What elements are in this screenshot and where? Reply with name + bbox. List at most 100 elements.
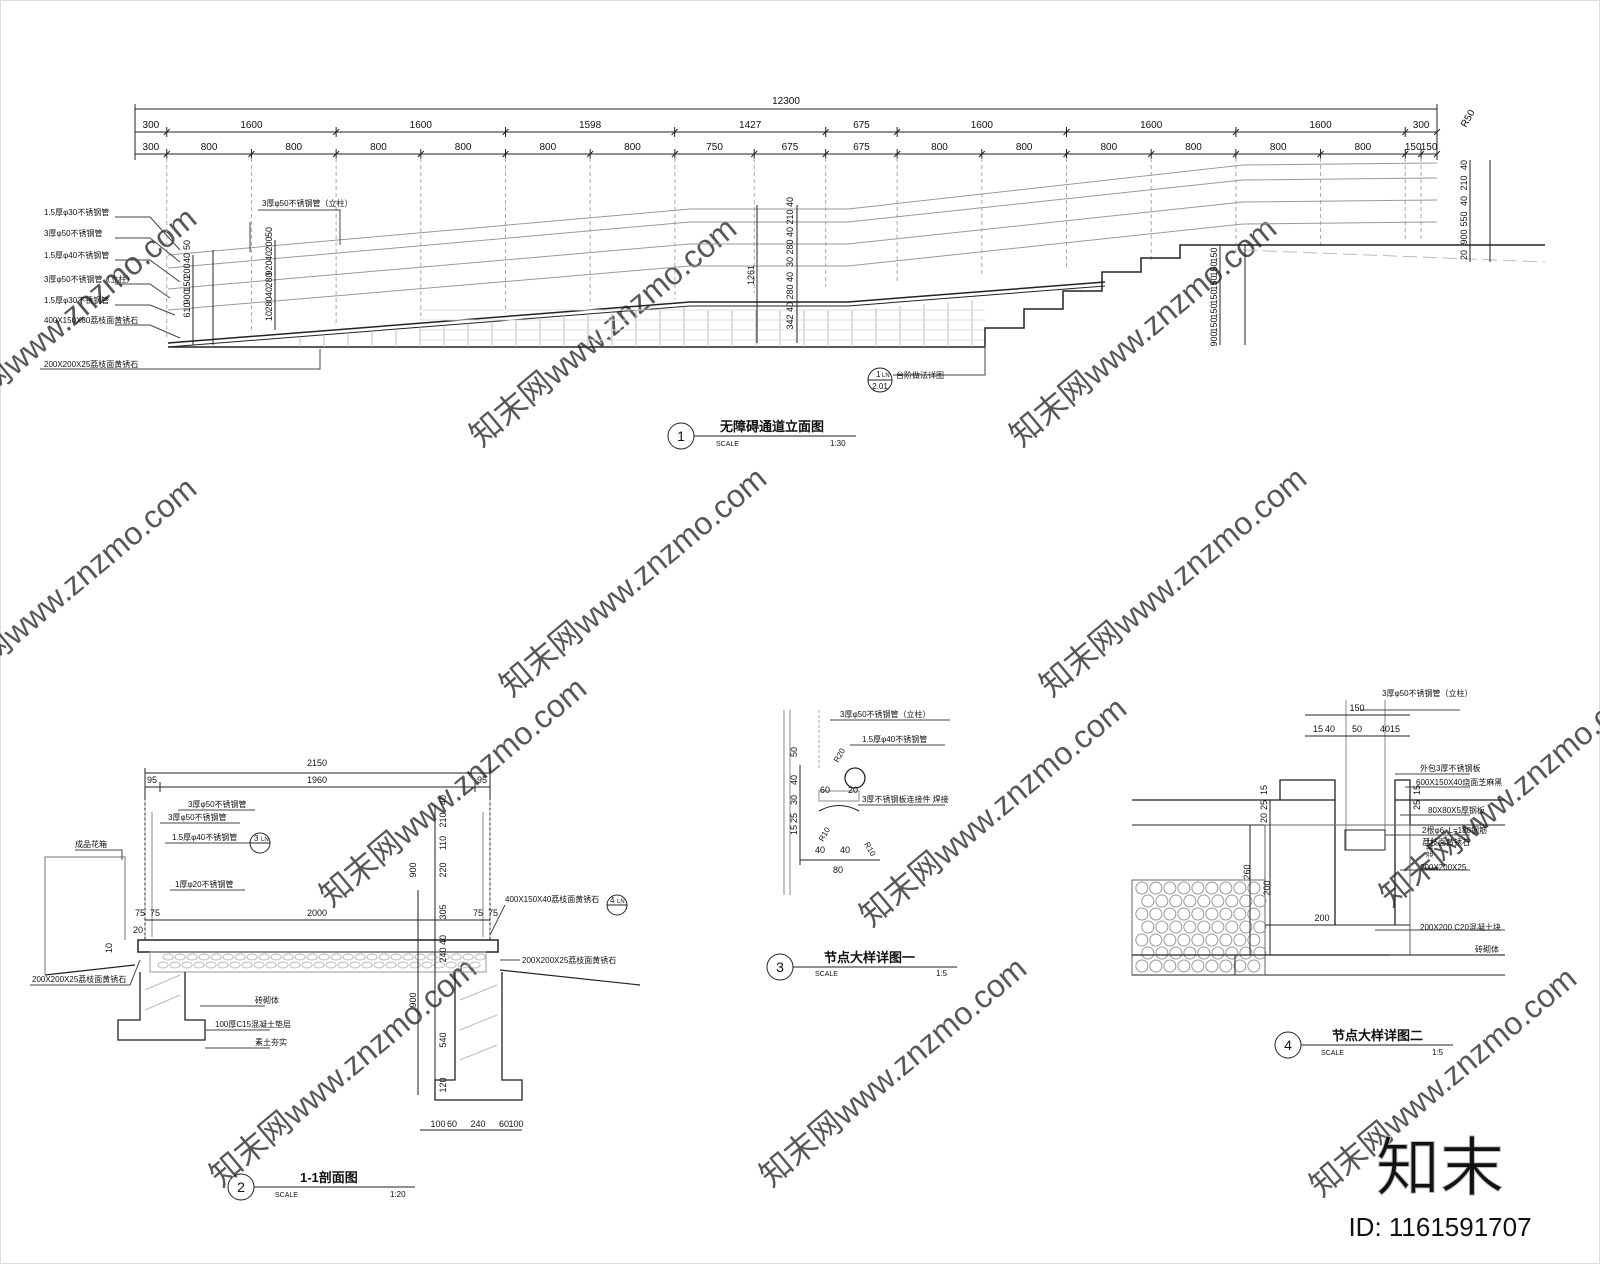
gravel-fill	[157, 953, 486, 969]
embed-plate	[1344, 829, 1386, 851]
dim-label: 50	[182, 240, 192, 250]
stair-callout-text: 台阶做法详图	[896, 370, 944, 380]
dim-label: 900	[408, 862, 418, 877]
dim-label: 280	[264, 272, 274, 287]
dim-label: 800	[1185, 142, 1202, 153]
dim-label: 20	[848, 785, 858, 795]
dim-label: 40	[264, 251, 274, 261]
ramp-underside	[167, 285, 1106, 348]
dim-label: R10	[817, 825, 832, 843]
section-title: 1-1剖面图	[300, 1170, 358, 1185]
dim-label: 800	[624, 142, 641, 153]
svg-text:2.01: 2.01	[872, 382, 888, 391]
dim-label: 30	[789, 795, 799, 805]
dim-label: 10	[264, 311, 274, 321]
dim-label: 150	[1209, 289, 1219, 304]
callout-4-bubble: 4 LN	[606, 894, 628, 916]
handrail-low	[167, 199, 1438, 290]
leader-label: 混凝土	[1425, 837, 1434, 858]
detail1-drawing	[783, 710, 950, 895]
dim-label: 300	[143, 120, 160, 131]
leader-label: 荔枝面黄锈石	[1422, 837, 1470, 847]
detail1-scale-label: SCALE	[815, 971, 838, 978]
dim-label: 1598	[579, 120, 602, 131]
dim-label: 300	[143, 142, 160, 153]
detail2-labels: 3厚φ50不锈钢管（立柱）外包3厚不锈钢板600X150X40烧面芝麻黑80X8…	[1242, 688, 1502, 954]
elevation-drawing	[40, 104, 1546, 376]
dim-total: 12300	[772, 96, 800, 107]
dim-label: 675	[853, 142, 870, 153]
dim-label: 220	[438, 862, 448, 877]
dim-label: 800	[201, 142, 218, 153]
dim-label: 60	[447, 1119, 457, 1129]
dim-label: 15	[1412, 785, 1422, 795]
dim-label: 1600	[410, 120, 433, 131]
dim-label: 95	[477, 775, 487, 785]
leader-label: 600X150X40烧面芝麻黑	[1416, 777, 1502, 787]
detail2-title: 节点大样详图二	[1332, 1028, 1423, 1043]
dim-label: 150	[1421, 142, 1438, 153]
dim-label: 150	[1349, 703, 1364, 713]
dim-label: 150	[1405, 142, 1422, 153]
dim-label: 150	[1209, 303, 1219, 318]
dim-label: 150	[1209, 261, 1219, 276]
handrail-mid	[167, 177, 1438, 269]
svg-text:LN: LN	[261, 837, 269, 843]
dim-label: 900	[1459, 229, 1469, 244]
dim-label: 150	[1209, 247, 1219, 262]
svg-text:1: 1	[876, 370, 881, 379]
dim-label: 40	[1459, 196, 1469, 206]
leader-label: 3厚不锈钢板连接件 焊接	[862, 794, 949, 804]
watermark-text: 知末网www.znzmo.com	[753, 950, 1034, 1194]
leader-label: 200X200X25荔枝面黄锈石	[44, 359, 138, 369]
dim-label: 40	[785, 227, 795, 237]
brand-logo: 知末	[1376, 1132, 1504, 1204]
stone-coping-right	[1394, 779, 1411, 925]
dim-label: 920	[264, 260, 274, 275]
leader-label: 400X150X40荔枝面黄锈石	[505, 894, 599, 904]
leader-label: 1厚φ20不锈钢管	[175, 879, 234, 889]
dim-label: 210	[785, 209, 795, 224]
detail1-scale: 1:5	[936, 969, 948, 978]
dim-label: R10	[862, 841, 877, 859]
dim-label: 240	[470, 1119, 485, 1129]
leader-label: 素土夯实	[255, 1037, 287, 1047]
dim-label: 280	[785, 284, 795, 299]
detail1-title-number: 3	[776, 959, 784, 975]
leader-label: 200X200X25荔枝面黄锈石	[522, 955, 616, 965]
dim-label: 40	[438, 795, 448, 805]
dim-label: 75	[473, 908, 483, 918]
dim-label: 50	[264, 227, 274, 237]
watermark-text: 知末网www.znzmo.com	[463, 210, 744, 454]
section-scale: 1:20	[390, 1190, 406, 1199]
dim-label: 60	[499, 1119, 509, 1129]
detail2-title-number: 4	[1284, 1037, 1292, 1053]
elevation-title: 无障碍通道立面图	[719, 419, 824, 434]
dim-label: 50	[1352, 724, 1362, 734]
detail2-drawing	[1131, 700, 1505, 976]
stone-coping-left	[1279, 779, 1336, 925]
dim-label: 20	[1459, 250, 1469, 260]
dim-label: 610	[182, 302, 192, 317]
leader-label: 80X80X5厚钢板	[1428, 805, 1485, 815]
watermark-text: 知末网www.znzmo.com	[493, 460, 774, 704]
dim-label: 40	[785, 197, 795, 207]
dim-label: 260	[1242, 864, 1252, 879]
dim-label: 800	[1101, 142, 1118, 153]
leader-label: 1.5厚φ40不锈钢管	[172, 832, 237, 842]
dim-label: 40	[438, 935, 448, 945]
leader-label: 3厚φ50不锈钢管（立柱）	[44, 274, 135, 284]
image-id: ID: 1161591707	[1348, 1212, 1531, 1242]
dim-label: 40	[1459, 160, 1469, 170]
dim-label: 800	[1270, 142, 1287, 153]
dim-label: 75	[150, 908, 160, 918]
leader-label: 200X200X25	[1420, 863, 1467, 872]
connector-curve	[818, 805, 860, 812]
stair-callout-bubble: 1 LN 2.01	[867, 367, 893, 393]
dim-label: 342	[785, 314, 795, 329]
dim-label: 675	[853, 120, 870, 131]
